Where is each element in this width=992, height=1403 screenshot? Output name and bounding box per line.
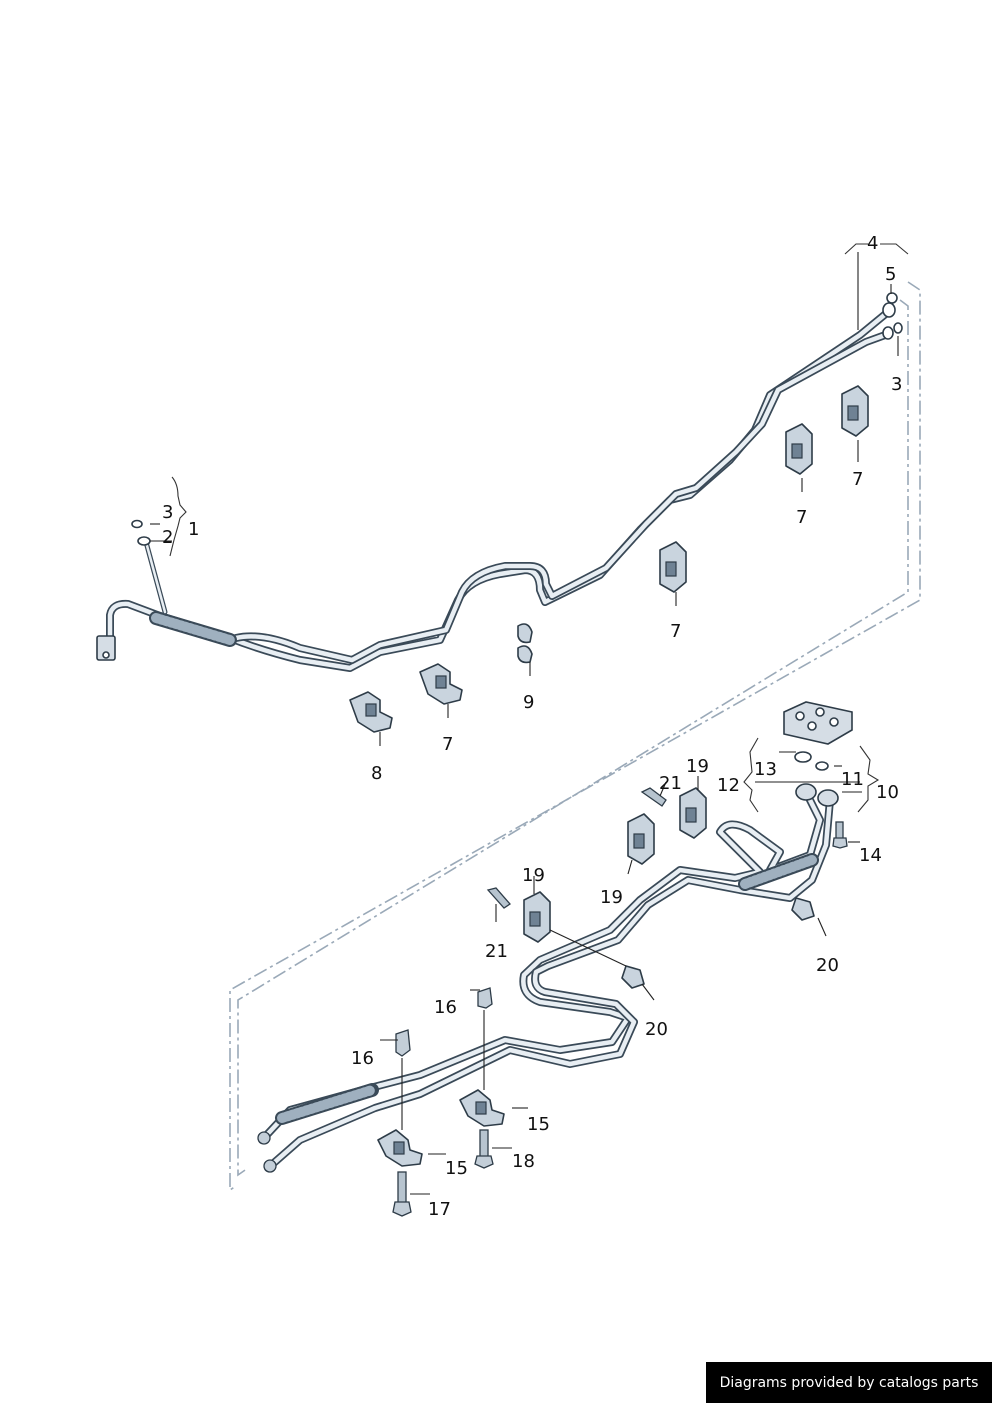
clip-7-lower-left: [419, 663, 463, 705]
callout-7-far-right: 7: [852, 469, 863, 490]
upper-refrigerant-line: [96, 302, 896, 672]
clip-8: [349, 691, 393, 733]
callout-15-right: 15: [527, 1114, 550, 1135]
callout-19-middle: 19: [600, 887, 623, 908]
callout-16-left: 16: [351, 1048, 374, 1069]
bolt-14: [832, 821, 848, 849]
callout-4: 4: [867, 233, 878, 254]
callout-14: 14: [859, 845, 882, 866]
cap-20-lower: [621, 965, 645, 989]
o-ring-11: [815, 761, 829, 771]
callout-18: 18: [512, 1151, 535, 1172]
callout-9: 9: [523, 692, 534, 713]
callout-labels: 1 2 3 4 5 3 7 7 7 7 8 9 10 11 12 13 14 1…: [162, 233, 902, 1220]
screw-21-upper: [640, 787, 667, 807]
callout-7-middle: 7: [670, 621, 681, 642]
callout-21-lower: 21: [485, 941, 508, 962]
clip-9: [517, 623, 533, 664]
callout-3-left: 3: [162, 502, 173, 523]
callout-3-right: 3: [891, 374, 902, 395]
o-ring-upper-right-5: [886, 292, 898, 304]
nut-16-left: [395, 1029, 411, 1057]
callout-5: 5: [885, 264, 896, 285]
dashdot-connector: [229, 281, 921, 1192]
callout-11: 11: [841, 769, 864, 790]
watermark-banner: Diagrams provided by catalogs parts: [706, 1362, 992, 1403]
screw-21-lower: [486, 887, 511, 909]
lower-refrigerant-lines: [257, 783, 839, 1173]
clip-7-right-b: [841, 385, 869, 437]
o-ring-13: [794, 751, 812, 763]
watermark-text: Diagrams provided by catalogs parts: [719, 1374, 979, 1391]
callout-19-upper-left: 19: [522, 865, 545, 886]
nut-16-right: [477, 987, 493, 1009]
callout-8: 8: [371, 763, 382, 784]
callout-7-right: 7: [796, 507, 807, 528]
callout-20-right: 20: [816, 955, 839, 976]
clip-7-right-a: [785, 423, 813, 475]
callout-20-left: 20: [645, 1019, 668, 1040]
clip-15-right: [459, 1089, 505, 1127]
leader-lines: [150, 243, 909, 1195]
clip-19-left: [523, 891, 551, 943]
bolt-18: [474, 1129, 494, 1169]
clip-7-middle: [659, 541, 687, 593]
callout-17: 17: [428, 1199, 451, 1220]
callout-10: 10: [876, 782, 899, 803]
callout-13: 13: [754, 759, 777, 780]
cap-20-upper: [791, 897, 815, 921]
callout-7-left: 7: [442, 734, 453, 755]
callout-12: 12: [717, 775, 740, 796]
callout-21-upper: 21: [659, 773, 682, 794]
callout-1: 1: [188, 519, 199, 540]
clip-15-left: [377, 1129, 423, 1167]
o-ring-upper-left: [131, 519, 143, 529]
clip-19-middle: [627, 813, 655, 865]
bolt-17: [392, 1171, 412, 1217]
callout-2: 2: [162, 527, 173, 548]
o-ring-upper-right-3: [893, 322, 903, 334]
callout-19-right: 19: [686, 756, 709, 777]
clip-19-right: [679, 787, 707, 839]
callout-16-right: 16: [434, 997, 457, 1018]
callout-15-left: 15: [445, 1158, 468, 1179]
valve-block: [783, 701, 853, 745]
